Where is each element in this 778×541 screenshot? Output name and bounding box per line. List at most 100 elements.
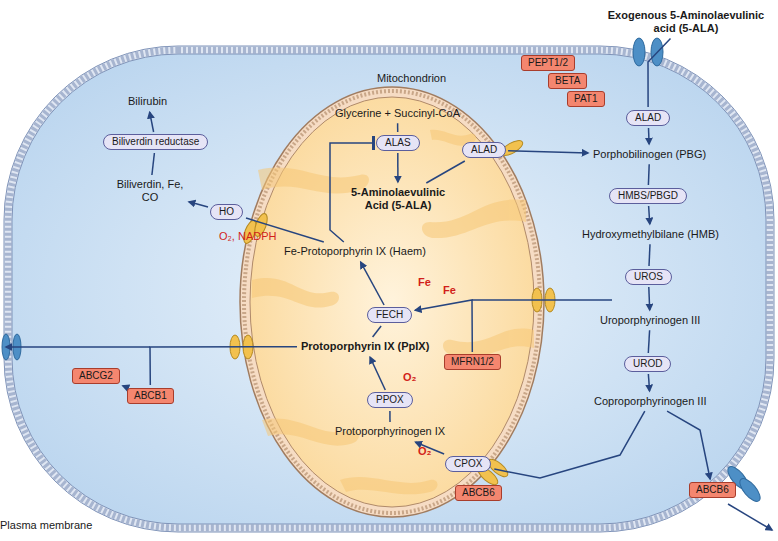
pathway-arrow (648, 38, 671, 107)
mitochondrion-membrane (244, 91, 540, 513)
node-text: Exogenous 5-Aminolaevulinic acid (5-ALA) (597, 9, 775, 35)
export-arrow (728, 504, 772, 530)
node-text: Protoporphyrin IX (PpIX) (301, 340, 429, 353)
node-text: HO (219, 206, 234, 218)
enzyme-box: PPOX (367, 392, 413, 408)
metabolite-label: Biliverdin, Fe, CO (114, 177, 186, 205)
node-text: Porphobilinogen (PBG) (593, 148, 706, 161)
node-text: CPOX (454, 458, 482, 470)
plasma-transporter (2, 38, 764, 505)
transporter-label: ABCG2 (72, 368, 120, 384)
node-text: ABCG2 (79, 370, 113, 382)
pathway-arrow (649, 244, 650, 266)
transporter-label: PEPT1/2 (521, 55, 575, 71)
enzyme-box: FECH (367, 307, 412, 323)
metabolite-label: Uroporphyrinogen III (598, 313, 702, 328)
pathway-arrow (648, 128, 650, 144)
metabolite-label: Glycerine + Succinyl-CoA (333, 106, 462, 121)
node-text: ALAD (471, 144, 497, 156)
pathway-arrow (361, 262, 384, 305)
enzyme-box: ALAS (376, 135, 420, 151)
transporter-label: ABCB1 (127, 388, 174, 404)
metabolite-label: Protoporphyrin IX (PpIX) (299, 339, 431, 354)
node-text: Biliverdin, Fe, CO (116, 178, 184, 204)
cytoplasm (12, 54, 766, 524)
node-text: Biliverdin reductase (112, 136, 199, 148)
pathway-arrow (648, 374, 649, 391)
transporter-label: ABCB6 (455, 485, 502, 501)
pathway-arrow (150, 112, 154, 132)
node-text: ALAD (635, 112, 661, 124)
node-text: Hydroxymethylbilane (HMB) (582, 228, 719, 241)
pathway-arrow (397, 153, 399, 182)
node-text: PAT1 (574, 93, 598, 105)
cristae (252, 130, 534, 495)
node-text: ALAS (385, 137, 411, 149)
transporter-label: BETA (548, 73, 587, 89)
enzyme-box: ALAD (626, 110, 670, 126)
enzyme-box: HO (210, 204, 243, 220)
pathway-arrow (648, 330, 649, 353)
pathway-arrow (667, 411, 710, 479)
export-arrow (6, 346, 150, 348)
transporter-label: MFRN1/2 (444, 354, 501, 370)
node-text: 5-Aminolaevulinic Acid (5-ALA) (348, 186, 448, 212)
edge-label: Fe (443, 284, 456, 297)
metabolite-label: Porphobilinogen (PBG) (591, 147, 708, 162)
node-text: ABCB6 (696, 484, 729, 496)
pathway-arrow (123, 385, 125, 387)
pathway-arrow (397, 123, 399, 132)
node-text: Uroporphyrinogen III (600, 314, 700, 327)
pathway-arrow (189, 202, 208, 207)
node-text: FECH (376, 309, 403, 321)
annotation-label: O₂ (418, 445, 431, 458)
mitochondrion-outer (240, 87, 544, 517)
transporter-label: PAT1 (567, 91, 605, 107)
annotation-label: O₂ (403, 371, 416, 384)
annotation-label: Plasma membrane (0, 519, 92, 532)
pathway-arrow (649, 206, 650, 224)
metabolite-label: Exogenous 5-Aminolaevulinic acid (5-ALA) (595, 8, 777, 36)
plasma-membrane-heads (8, 50, 770, 528)
pathway-arrow (370, 357, 385, 390)
node-text: UROD (633, 358, 662, 370)
metabolite-label: Hydroxymethylbilane (HMB) (580, 227, 721, 242)
node-text: HMBS/PBGD (618, 190, 678, 202)
pathway-arrow (150, 347, 297, 385)
mitochondrion-matrix (250, 97, 534, 507)
pathway-arrow (426, 161, 465, 183)
pathway-arrow (494, 411, 645, 478)
enzyme-box: UROS (625, 269, 672, 285)
annotation-label: Fe (418, 276, 431, 289)
node-text: PEPT1/2 (528, 57, 568, 69)
plasma-membrane (4, 46, 774, 532)
metabolite-label: 5-Aminolaevulinic Acid (5-ALA) (346, 185, 450, 213)
node-text: Bilirubin (128, 95, 167, 108)
transporter-label: ABCB6 (689, 482, 736, 498)
pathway-arrow (508, 151, 588, 153)
enzyme-box: CPOX (445, 456, 491, 472)
pathway-arrow (152, 153, 155, 175)
metabolite-label: Fe-Protoporphyrin IX (Haem) (282, 244, 428, 259)
enzyme-box: Biliverdin reductase (103, 134, 208, 150)
metabolite-label: Coproporphyrinogen III (592, 394, 709, 409)
iron-import-line (472, 299, 612, 301)
node-text: PPOX (376, 394, 404, 406)
pathway-arrow (389, 411, 391, 422)
pathway-arrow (373, 326, 382, 337)
annotation-label: O₂, NADPH (219, 230, 276, 243)
metabolite-label: Protoporphyrinogen IX (333, 424, 447, 439)
pathway-arrow (648, 287, 650, 310)
node-text: Fe-Protoporphyrin IX (Haem) (284, 245, 426, 258)
node-text: ABCB6 (462, 487, 495, 499)
annotation-label: Mitochondrion (377, 72, 446, 85)
enzyme-box: UROD (624, 356, 671, 372)
node-text: BETA (555, 75, 580, 87)
node-text: UROS (634, 271, 663, 283)
node-text: Coproporphyrinogen III (594, 395, 707, 408)
pathway-arrow (648, 164, 650, 185)
node-text: ABCB1 (134, 390, 167, 402)
enzyme-box: HMBS/PBGD (609, 188, 687, 204)
node-text: Protoporphyrinogen IX (335, 425, 445, 438)
metabolite-label: Bilirubin (126, 94, 169, 109)
